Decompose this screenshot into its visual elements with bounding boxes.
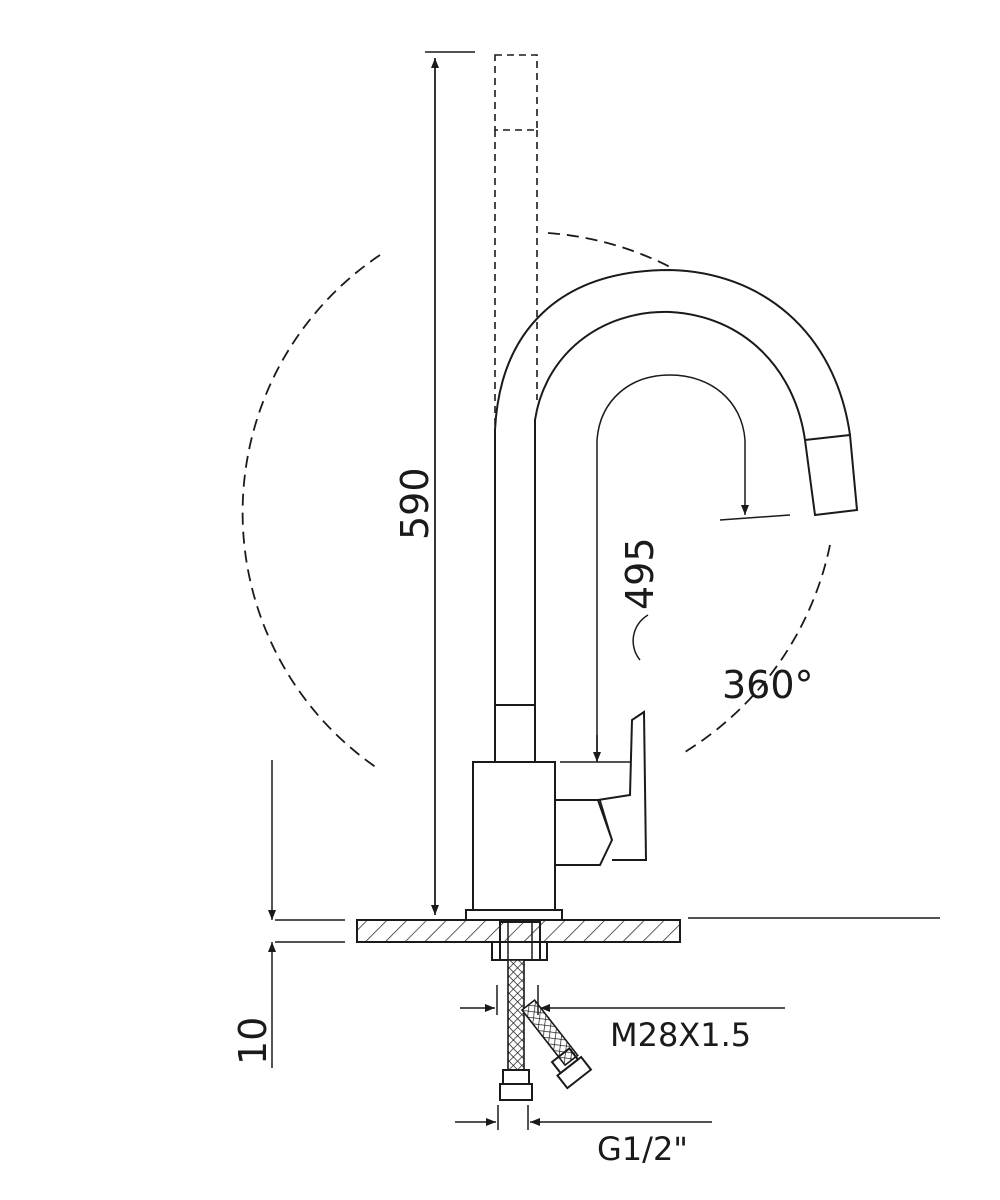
dimension-590-label: 590 [393, 467, 437, 540]
countertop [275, 917, 940, 943]
hose-connection-label: G1/2" [597, 1130, 688, 1168]
dimension-495-label: 495 [618, 537, 662, 610]
dimension-590: 590 [393, 51, 475, 915]
dimension-10: 10 [231, 760, 276, 1068]
rotation-circle [241, 232, 831, 771]
dimension-495-path [560, 374, 791, 763]
dimension-hose: G1/2" [455, 1105, 712, 1168]
rotation-label: 360° [722, 663, 814, 707]
faucet-spout [494, 268, 859, 705]
lever-handle [554, 710, 648, 866]
faucet-body [465, 704, 563, 921]
thread-label: M28X1.5 [610, 1016, 751, 1054]
supply-hoses [499, 959, 593, 1101]
dimension-10-label: 10 [231, 1017, 275, 1065]
dimension-thread: M28X1.5 [460, 985, 785, 1054]
rotation-indicator-arc [632, 614, 649, 661]
phantom-body [494, 54, 538, 430]
